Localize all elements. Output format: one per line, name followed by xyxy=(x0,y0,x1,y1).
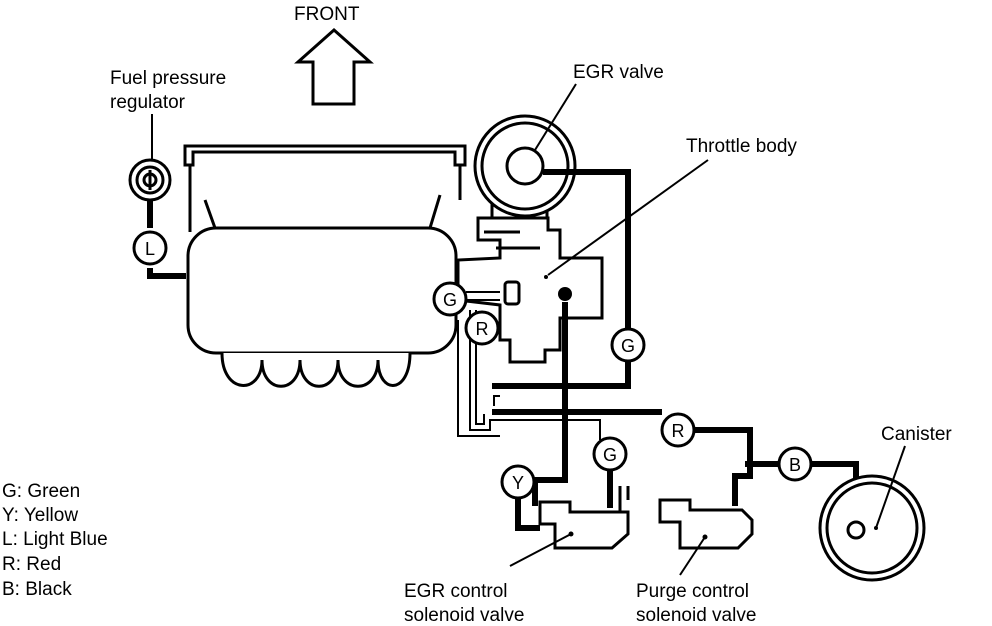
fuel-pressure-regulator-label-line1: Fuel pressure xyxy=(110,68,226,89)
hose-code-b: B xyxy=(789,455,801,475)
hose-code-bubble-g-egr: G xyxy=(610,327,646,363)
egr-solenoid-leader-line xyxy=(509,533,572,567)
fuel-pressure-regulator xyxy=(128,158,172,202)
fuel-regulator-hose xyxy=(147,200,186,279)
hose-code-bubble-r-purge: R xyxy=(660,412,696,448)
hose-code-r-purge: R xyxy=(672,421,685,441)
hose-code-y: Y xyxy=(512,473,524,493)
outlined-tubes xyxy=(457,310,601,440)
hose-code-bubble-g-throttle: G xyxy=(432,281,500,317)
hose-code-bubble-r-throttle: R xyxy=(464,310,500,346)
throttle-body-port xyxy=(558,287,572,301)
front-arrow xyxy=(294,27,374,106)
front-label: FRONT xyxy=(294,4,360,25)
canister-label: Canister xyxy=(881,424,952,445)
fuel-pressure-regulator-label-line2: regulator xyxy=(110,92,186,113)
purge-solenoid-label-line1: Purge control xyxy=(636,581,749,602)
legend-item-g: G: Green xyxy=(2,481,80,502)
canister xyxy=(818,474,926,582)
hose-code-g-throttle: G xyxy=(443,290,457,310)
egr-control-solenoid-valve xyxy=(538,486,630,550)
egr-solenoid-label-line1: EGR control xyxy=(404,581,507,602)
hose-code-bubble-l: L xyxy=(132,230,168,266)
canister-leader-line xyxy=(875,445,906,529)
hose-code-g-solenoid: G xyxy=(603,445,617,465)
throttle-body xyxy=(456,216,604,364)
throttle-body-leader-dot xyxy=(544,275,548,279)
color-legend: G: Green Y: Yellow L: Light Blue R: Red … xyxy=(2,481,108,600)
legend-item-b: B: Black xyxy=(2,579,72,600)
hose-code-bubble-g-solenoid: G xyxy=(592,436,628,472)
intake-manifold xyxy=(183,144,467,388)
hose-code-bubble-b: B xyxy=(777,446,813,482)
vacuum-hoses xyxy=(492,169,859,531)
purge-solenoid-label-line2: solenoid valve xyxy=(636,605,756,626)
legend-item-y: Y: Yellow xyxy=(2,505,78,526)
legend-item-r: R: Red xyxy=(2,554,61,575)
throttle-body-label: Throttle body xyxy=(686,136,797,157)
egr-solenoid-label-line2: solenoid valve xyxy=(404,605,524,626)
purge-control-solenoid-valve xyxy=(658,498,754,550)
hose-code-g-egr: G xyxy=(621,336,635,356)
hose-code-r-throttle: R xyxy=(476,319,489,339)
purge-solenoid-leader-line xyxy=(679,536,706,576)
hose-code-bubble-y: Y xyxy=(500,464,536,500)
legend-item-l: L: Light Blue xyxy=(2,529,108,550)
egr-valve-label: EGR valve xyxy=(573,62,664,83)
egr-valve-leader-line xyxy=(534,83,577,151)
hose-code-l: L xyxy=(145,239,155,259)
